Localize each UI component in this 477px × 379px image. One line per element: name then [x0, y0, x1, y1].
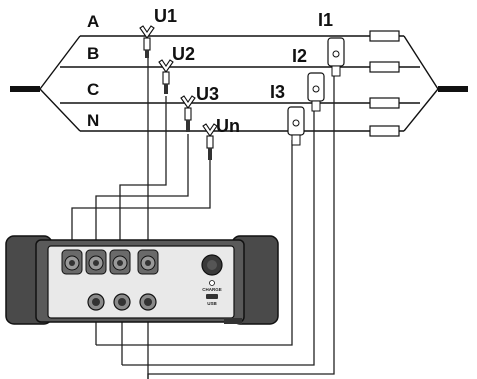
cable-u2	[119, 96, 167, 250]
socket-i1[interactable]	[139, 293, 157, 311]
current-clamp-i3	[287, 106, 305, 146]
voltage-cables	[71, 58, 211, 250]
usb-port[interactable]	[206, 294, 218, 299]
socket-i2[interactable]	[113, 293, 131, 311]
load-terminal	[403, 35, 468, 132]
device-foot	[224, 318, 242, 324]
voltage-probe-u3	[180, 95, 196, 132]
cable-i2-run	[122, 103, 315, 366]
clamp-label-i2: I2	[292, 46, 307, 66]
socket-un[interactable]	[61, 249, 83, 275]
cable-i3-run	[96, 140, 293, 346]
voltage-sockets	[61, 249, 159, 275]
cable-u3	[95, 134, 189, 250]
cable-un	[71, 160, 211, 250]
probe-label-u3: U3	[196, 84, 219, 104]
probe-label-un: Un	[216, 116, 240, 136]
clamp-label-i1: I1	[318, 10, 333, 30]
probe-label-u2: U2	[172, 44, 195, 64]
source-terminal	[10, 35, 81, 132]
current-cables	[95, 72, 335, 379]
load-resistors	[369, 30, 400, 137]
voltage-probe-u2	[158, 59, 174, 94]
socket-u1[interactable]	[137, 249, 159, 275]
current-clamp-i1	[327, 37, 345, 77]
voltage-probe-un	[202, 123, 218, 160]
power-knob[interactable]	[201, 254, 223, 276]
phase-label-b: B	[87, 44, 99, 63]
charge-led	[209, 280, 215, 286]
resistor-n	[369, 125, 400, 137]
analyzer-device: CHARGE USB	[5, 235, 279, 325]
resistor-c	[369, 97, 400, 109]
phase-label-n: N	[87, 111, 99, 130]
socket-u3[interactable]	[85, 249, 107, 275]
bus-lines	[60, 35, 420, 132]
socket-u2[interactable]	[109, 249, 131, 275]
cable-i1-run	[147, 72, 335, 379]
clamp-label-i3: I3	[270, 82, 285, 102]
current-sockets	[87, 293, 157, 311]
probe-label-u1: U1	[154, 6, 177, 26]
phase-label-c: C	[87, 80, 99, 99]
voltage-probe-u1	[139, 25, 155, 58]
socket-i3[interactable]	[87, 293, 105, 311]
resistor-b	[369, 61, 400, 73]
charge-label: CHARGE	[202, 287, 222, 292]
phase-label-a: A	[87, 12, 99, 31]
resistor-a	[369, 30, 400, 42]
usb-label: USB	[207, 301, 217, 306]
current-clamp-i2	[307, 72, 325, 112]
